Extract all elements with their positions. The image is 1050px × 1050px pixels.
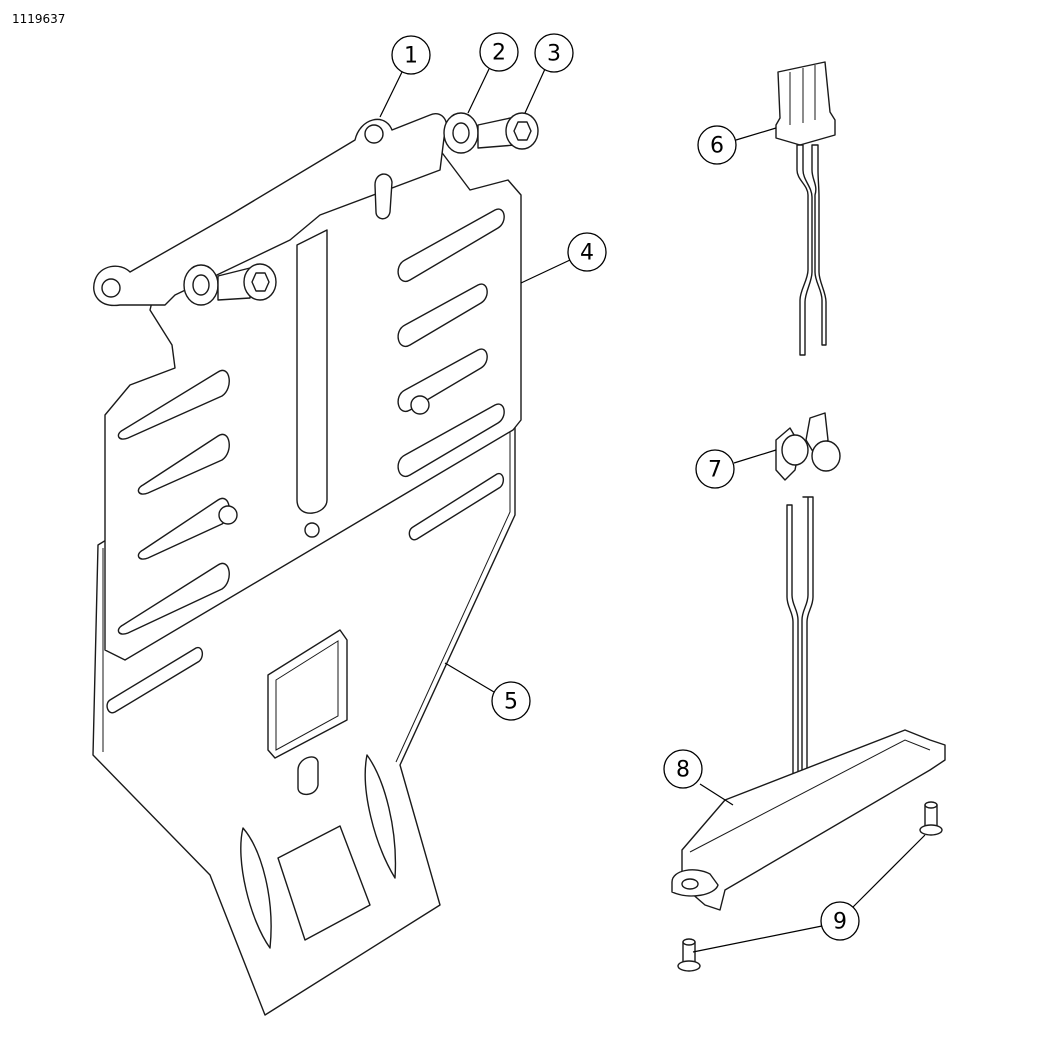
sensor-module — [671, 496, 946, 911]
callout-2-label: 2 — [492, 41, 506, 66]
mounting-bracket — [93, 113, 447, 307]
leader-9b — [692, 925, 823, 953]
leader-7 — [733, 449, 777, 464]
callout-8-label: 8 — [676, 758, 690, 783]
wire-terminals — [775, 412, 841, 481]
callout-7: 7 — [695, 449, 735, 489]
leader-6 — [735, 127, 777, 141]
washer — [183, 112, 479, 306]
callout-7-label: 7 — [708, 458, 722, 483]
leader-2 — [467, 68, 490, 114]
callout-2: 2 — [479, 32, 519, 72]
leader-lines — [379, 68, 926, 953]
callout-1-label: 1 — [404, 44, 418, 69]
callout-3: 3 — [534, 33, 574, 73]
leader-5 — [444, 662, 495, 693]
callout-5: 5 — [491, 681, 531, 721]
drawing-number: 1119637 — [12, 12, 66, 26]
callout-4-label: 4 — [580, 241, 594, 266]
callout-9: 9 — [820, 901, 860, 941]
leader-3 — [524, 68, 546, 114]
callout-6: 6 — [697, 125, 737, 165]
callout-8: 8 — [663, 749, 703, 789]
callout-4: 4 — [567, 232, 607, 272]
wire-connector — [775, 61, 836, 356]
callout-5-label: 5 — [504, 690, 518, 715]
socket-head-screw — [217, 112, 539, 301]
callout-6-label: 6 — [710, 134, 724, 159]
callout-9-label: 9 — [833, 910, 847, 935]
callout-1: 1 — [391, 35, 431, 75]
leader-4 — [520, 259, 571, 284]
leader-1 — [379, 71, 403, 118]
leader-8 — [699, 783, 734, 806]
leader-9a — [851, 834, 926, 909]
rivets — [677, 801, 943, 972]
callout-3-label: 3 — [547, 42, 561, 67]
